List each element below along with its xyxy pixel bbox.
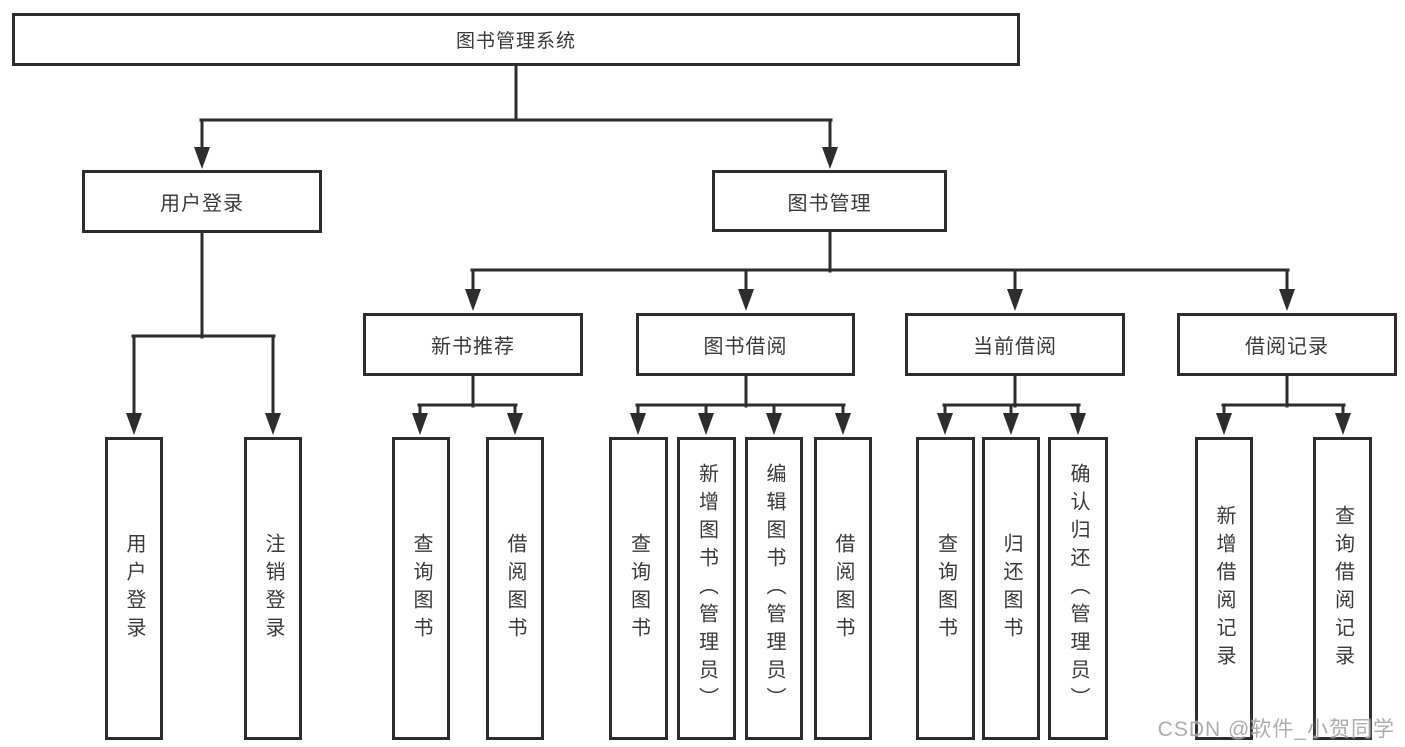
node-label: 图书借阅 bbox=[703, 336, 788, 358]
leaf-user-login: 用户登录 bbox=[105, 437, 163, 740]
leaf-query-books-borrowing: 查询图书 bbox=[609, 437, 668, 740]
node-label: 借阅图书 bbox=[832, 532, 854, 645]
leaf-borrow-books-recommend: 借阅图书 bbox=[486, 437, 544, 740]
node-label: 查询借阅记录 bbox=[1331, 504, 1354, 673]
node-label: 新增图书（管理员） bbox=[695, 462, 718, 715]
node-label: 确认归还（管理员） bbox=[1067, 462, 1089, 715]
node-label: 注销登录 bbox=[262, 532, 284, 645]
node-label: 图书管理系统 bbox=[455, 31, 576, 52]
leaf-confirm-return-admin: 确认归还（管理员） bbox=[1048, 437, 1108, 740]
node-label: 查询图书 bbox=[627, 532, 650, 645]
leaf-edit-books-admin: 编辑图书（管理员） bbox=[745, 437, 803, 740]
node-label: 借阅记录 bbox=[1245, 336, 1329, 358]
node-label: 归还图书 bbox=[1000, 532, 1022, 645]
node-label: 编辑图书（管理员） bbox=[763, 462, 785, 715]
csdn-watermark: CSDN @软件_小贺同学 bbox=[1157, 718, 1395, 741]
node-label: 借阅图书 bbox=[504, 532, 526, 645]
node-library-management-system: 图书管理系统 bbox=[12, 13, 1020, 66]
node-label: 新增借阅记录 bbox=[1213, 504, 1235, 673]
node-book-borrowing: 图书借阅 bbox=[636, 313, 855, 376]
node-label: 当前借阅 bbox=[973, 336, 1057, 358]
node-current-borrowing: 当前借阅 bbox=[905, 313, 1125, 376]
node-book-management: 图书管理 bbox=[712, 170, 947, 232]
leaf-return-books: 归还图书 bbox=[982, 437, 1040, 740]
leaf-add-borrow-record: 新增借阅记录 bbox=[1195, 437, 1253, 740]
node-label: 新书推荐 bbox=[431, 336, 515, 358]
node-label: 用户登录 bbox=[160, 193, 244, 215]
node-label: 查询图书 bbox=[934, 532, 957, 645]
leaf-logout: 注销登录 bbox=[244, 437, 302, 740]
node-new-book-recommendation: 新书推荐 bbox=[363, 313, 583, 376]
arrowhead-icons bbox=[126, 147, 1351, 435]
leaf-query-borrow-record: 查询借阅记录 bbox=[1313, 437, 1372, 740]
leaf-query-books-recommend: 查询图书 bbox=[392, 437, 450, 740]
node-borrowing-records: 借阅记录 bbox=[1177, 313, 1397, 376]
node-user-login: 用户登录 bbox=[82, 170, 322, 233]
leaf-query-books-current: 查询图书 bbox=[916, 437, 975, 740]
node-label: 用户登录 bbox=[123, 532, 145, 645]
node-label: 查询图书 bbox=[410, 532, 432, 645]
node-label: 图书管理 bbox=[787, 192, 872, 215]
leaf-borrow-books: 借阅图书 bbox=[814, 437, 872, 740]
leaf-add-books-admin: 新增图书（管理员） bbox=[677, 437, 736, 740]
